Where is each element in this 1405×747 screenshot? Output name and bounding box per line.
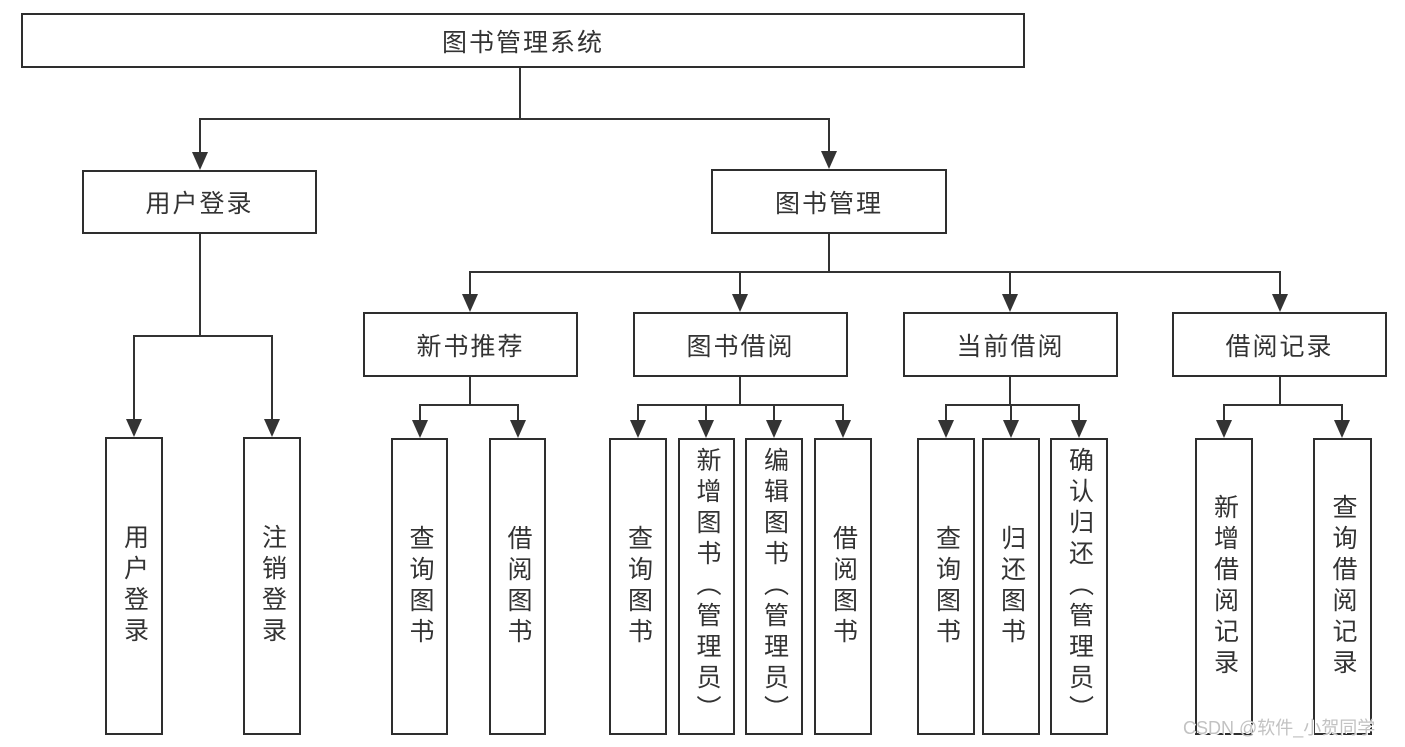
node-borrowing-records: 借阅记录 bbox=[1172, 312, 1387, 377]
node-new-book-recommend: 新书推荐 bbox=[363, 312, 578, 377]
leaf-logout-label: 注销登录 bbox=[258, 524, 287, 648]
arrow-down-icon bbox=[732, 294, 748, 312]
arrow-down-icon bbox=[821, 151, 837, 169]
connector-current-rail bbox=[945, 404, 1080, 406]
connector-borrowing-stub bbox=[739, 377, 741, 406]
leaf-add-book-admin-label: 新增图书（管理员） bbox=[693, 447, 721, 726]
node-book-borrowing-label: 图书借阅 bbox=[686, 332, 795, 361]
arrow-down-icon bbox=[1272, 294, 1288, 312]
arrow-down-icon bbox=[510, 420, 526, 438]
leaf-query-books-recommend-label: 查询图书 bbox=[406, 524, 434, 649]
leaf-logout: 注销登录 bbox=[243, 437, 301, 735]
node-user-login: 用户登录 bbox=[82, 170, 317, 234]
leaf-edit-book-admin-label: 编辑图书（管理员） bbox=[760, 447, 789, 726]
arrow-down-icon bbox=[412, 420, 428, 438]
connector-book-mgmt-rail bbox=[469, 271, 1281, 273]
node-book-borrowing: 图书借阅 bbox=[633, 312, 848, 377]
connector-records-rail bbox=[1223, 404, 1343, 406]
connector-drop-user-login bbox=[199, 119, 201, 153]
connector-drop bbox=[945, 405, 947, 421]
node-library-system: 图书管理系统 bbox=[21, 13, 1025, 68]
connector-drop bbox=[1010, 405, 1012, 421]
leaf-query-books-borrowing: 查询图书 bbox=[609, 438, 667, 735]
arrow-down-icon bbox=[1071, 420, 1087, 438]
connector-root-stub bbox=[519, 68, 521, 119]
node-library-system-label: 图书管理系统 bbox=[441, 28, 604, 57]
node-book-management-label: 图书管理 bbox=[774, 189, 883, 218]
connector-drop bbox=[1341, 405, 1343, 421]
watermark: CSDN @软件_小贺同学 bbox=[1183, 718, 1376, 738]
connector-user-login-rail bbox=[133, 335, 273, 337]
connector-drop bbox=[517, 405, 519, 421]
node-current-borrowing: 当前借阅 bbox=[903, 312, 1118, 377]
node-borrowing-records-label: 借阅记录 bbox=[1225, 332, 1334, 361]
connector-current-stub bbox=[1009, 377, 1011, 406]
leaf-add-book-admin: 新增图书（管理员） bbox=[678, 438, 735, 735]
connector-drop-current-borrowing bbox=[1009, 272, 1011, 296]
leaf-user-login: 用户登录 bbox=[105, 437, 163, 735]
arrow-down-icon bbox=[192, 152, 208, 170]
connector-recommend-stub bbox=[469, 377, 471, 406]
leaf-edit-book-admin: 编辑图书（管理员） bbox=[745, 438, 803, 735]
arrow-down-icon bbox=[766, 420, 782, 438]
leaf-query-borrow-record: 查询借阅记录 bbox=[1313, 438, 1372, 735]
connector-drop bbox=[419, 405, 421, 421]
leaf-query-books-recommend: 查询图书 bbox=[391, 438, 448, 735]
arrow-down-icon bbox=[630, 420, 646, 438]
arrow-down-icon bbox=[1003, 420, 1019, 438]
arrow-down-icon bbox=[835, 420, 851, 438]
connector-drop-book-management bbox=[828, 119, 830, 152]
leaf-borrow-books-recommend-label: 借阅图书 bbox=[504, 524, 532, 649]
arrow-down-icon bbox=[264, 419, 280, 437]
arrow-down-icon bbox=[126, 419, 142, 437]
node-book-management: 图书管理 bbox=[711, 169, 947, 234]
leaf-query-books-borrowing-label: 查询图书 bbox=[624, 524, 653, 649]
leaf-borrow-books-recommend: 借阅图书 bbox=[489, 438, 546, 735]
leaf-return-book: 归还图书 bbox=[982, 438, 1040, 735]
connector-drop-login-leaf bbox=[133, 336, 135, 420]
connector-root-rail bbox=[199, 118, 830, 120]
connector-records-stub bbox=[1279, 377, 1281, 406]
leaf-borrow-books-borrowing-label: 借阅图书 bbox=[829, 524, 858, 649]
connector-drop bbox=[1078, 405, 1080, 421]
connector-drop-book-borrowing bbox=[739, 272, 741, 296]
arrow-down-icon bbox=[698, 420, 714, 438]
connector-recommend-rail bbox=[419, 404, 519, 406]
connector-drop bbox=[842, 405, 844, 421]
leaf-borrow-books-borrowing: 借阅图书 bbox=[814, 438, 872, 735]
arrow-down-icon bbox=[1216, 420, 1232, 438]
connector-drop-borrowing-records bbox=[1279, 272, 1281, 296]
connector-user-login-stub bbox=[199, 234, 201, 336]
leaf-confirm-return-admin: 确认归还（管理员） bbox=[1050, 438, 1108, 735]
arrow-down-icon bbox=[1002, 294, 1018, 312]
connector-drop-new-book bbox=[469, 272, 471, 296]
connector-borrowing-rail bbox=[637, 404, 844, 406]
arrow-down-icon bbox=[1334, 420, 1350, 438]
leaf-confirm-return-admin-label: 确认归还（管理员） bbox=[1065, 447, 1094, 726]
leaf-user-login-label: 用户登录 bbox=[120, 524, 149, 648]
connector-drop bbox=[773, 405, 775, 421]
node-current-borrowing-label: 当前借阅 bbox=[956, 332, 1065, 361]
connector-drop bbox=[705, 405, 707, 421]
connector-drop-logout-leaf bbox=[271, 336, 273, 420]
leaf-query-books-current: 查询图书 bbox=[917, 438, 975, 735]
arrow-down-icon bbox=[462, 294, 478, 312]
connector-drop bbox=[637, 405, 639, 421]
arrow-down-icon bbox=[938, 420, 954, 438]
leaf-add-borrow-record: 新增借阅记录 bbox=[1195, 438, 1253, 735]
connector-book-mgmt-stub bbox=[828, 234, 830, 273]
leaf-query-borrow-record-label: 查询借阅记录 bbox=[1329, 493, 1357, 680]
leaf-add-borrow-record-label: 新增借阅记录 bbox=[1210, 493, 1239, 680]
node-new-book-recommend-label: 新书推荐 bbox=[416, 332, 525, 361]
leaf-return-book-label: 归还图书 bbox=[997, 524, 1026, 649]
leaf-query-books-current-label: 查询图书 bbox=[932, 524, 961, 649]
connector-drop bbox=[1223, 405, 1225, 421]
node-user-login-label: 用户登录 bbox=[145, 190, 254, 218]
